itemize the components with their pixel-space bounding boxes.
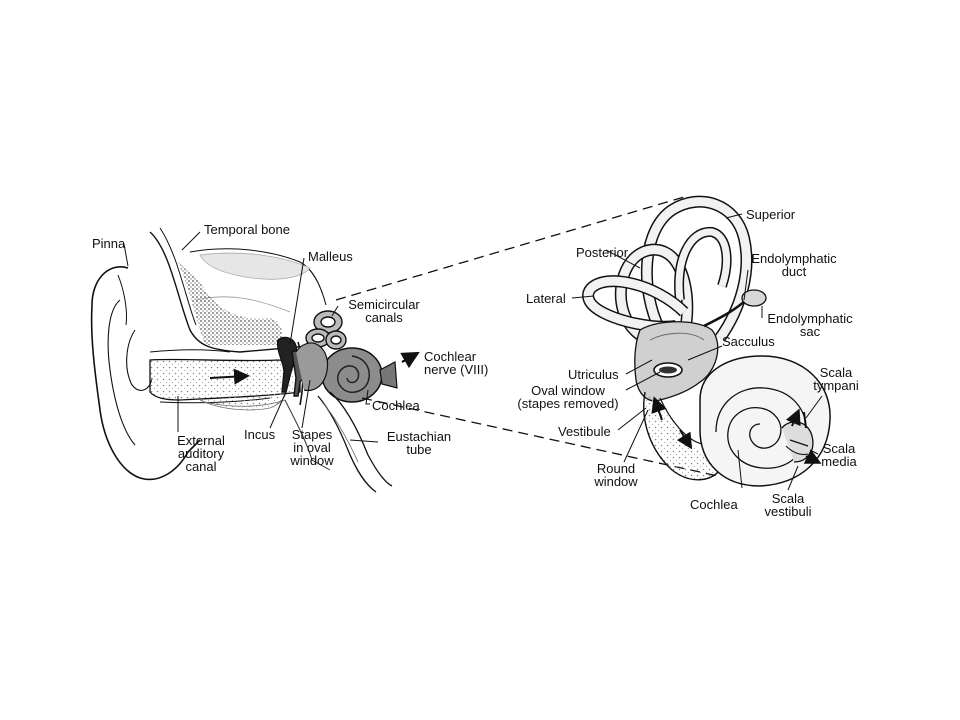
label-semicircular-canals-line1: Semicircular — [348, 297, 420, 312]
label-posterior: Posterior — [576, 245, 629, 260]
label-semicircular-canals-line2: canals — [365, 310, 403, 325]
label-external-auditory-canal: External auditory canal — [168, 434, 234, 473]
label-vestibule: Vestibule — [558, 424, 611, 439]
label-stapes: Stapes in oval window — [284, 428, 340, 467]
inner-ear-drawing — [582, 195, 831, 487]
label-temporal-bone: Temporal bone — [204, 222, 290, 237]
zoom-line-top — [335, 196, 685, 301]
label-endolymphatic-duct-line1: Endolymphatic — [751, 251, 837, 266]
label-lateral: Lateral — [526, 291, 566, 306]
temporal-bone-outline — [149, 231, 321, 353]
label-eustachian-tube: Eustachian tube — [380, 430, 458, 456]
label-scala-media-line1: Scala — [822, 441, 856, 456]
bone-stipple — [178, 262, 282, 345]
leader-lines — [123, 213, 823, 491]
label-cochlea-left: Cochlea — [372, 398, 420, 413]
label-utriculus: Utriculus — [568, 367, 619, 382]
label-scala-tympani-line1: Scala — [819, 365, 853, 380]
label-endolymphatic-duct-line2: duct — [781, 264, 807, 279]
label-external-canal-line1: External — [177, 433, 225, 448]
label-scala-tympani: Scala tympani — [806, 366, 866, 392]
outer-ear-drawing — [90, 227, 420, 493]
cochlea-left-drawing — [321, 347, 398, 403]
label-scala-tympani-line2: tympani — [813, 378, 859, 393]
label-cochlear-nerve-line2: nerve (VIII) — [424, 362, 489, 377]
label-endolymphatic-sac: Endolymphatic sac — [758, 312, 862, 338]
label-endolymphatic-sac-line1: Endolymphatic — [767, 311, 853, 326]
label-stapes-line2: in oval — [293, 440, 331, 455]
label-eustachian-tube-line1: Eustachian — [386, 429, 452, 444]
label-cochlea-right: Cochlea — [690, 497, 738, 512]
label-oval-window-line2: (stapes removed) — [517, 396, 619, 411]
label-stapes-line3: window — [290, 453, 334, 468]
label-endolymphatic-sac-line2: sac — [799, 324, 821, 339]
endolymphatic-sac-drawing — [741, 289, 767, 307]
label-endolymphatic-duct: Endolymphatic duct — [742, 252, 846, 278]
label-scala-media-line2: media — [821, 454, 857, 469]
label-pinna: Pinna — [92, 236, 126, 251]
label-superior: Superior — [746, 207, 796, 222]
label-round-window-line1: Round — [596, 461, 636, 476]
label-round-window-line2: window — [594, 474, 638, 489]
label-scala-vestibuli: Scala vestibuli — [758, 492, 818, 518]
label-incus: Incus — [244, 427, 276, 442]
label-scala-vestibuli-line2: vestibuli — [764, 504, 812, 519]
label-scala-vestibuli-line1: Scala — [771, 491, 805, 506]
zoom-line-bottom — [361, 397, 719, 477]
cochlea-right-drawing — [699, 355, 831, 487]
label-oval-window: Oval window (stapes removed) — [510, 384, 626, 410]
label-oval-window-line1: Oval window — [531, 383, 605, 398]
label-sacculus: Sacculus — [722, 334, 775, 349]
label-round-window: Round window — [586, 462, 646, 488]
label-external-canal-line3: canal — [185, 459, 217, 474]
label-semicircular-canals: Semicircular canals — [338, 298, 430, 324]
label-eustachian-tube-line2: tube — [406, 442, 432, 457]
label-external-canal-line2: auditory — [177, 446, 225, 461]
label-malleus: Malleus — [308, 249, 353, 264]
label-stapes-line1: Stapes — [291, 427, 333, 442]
malleus-shape — [276, 336, 298, 393]
pinna-outline — [90, 266, 201, 481]
label-cochlear-nerve: Cochlear nerve (VIII) — [424, 350, 488, 376]
label-cochlear-nerve-line1: Cochlear — [424, 349, 477, 364]
label-scala-media: Scala media — [814, 442, 864, 468]
